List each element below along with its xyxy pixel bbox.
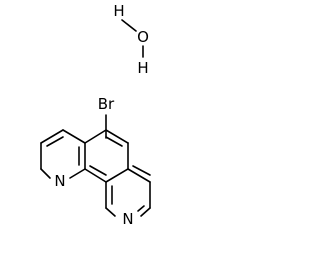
bond-c10a-c10b [84,168,107,183]
chemical-structure: H O H Br N N [40,2,151,228]
bond-c6a-c7-inner [132,165,151,176]
bond-c5-c6 [105,129,129,144]
bond-c6a-c7 [127,168,151,183]
water-hydrogen-top-label: H [113,2,124,20]
nitrogen-left-label: N [54,172,65,190]
phenanthroline-skeleton [40,114,151,217]
bond-n1-c2 [40,168,51,179]
bond-c10a-c10b-inner [89,165,107,176]
bond-c8-c9 [140,207,151,217]
water-hydrogen-bottom-label: H [137,59,148,77]
bond-c5-c6-inner [105,136,123,147]
water-molecule: H O H [113,2,149,77]
water-oh-bond-top [121,19,137,32]
bond-c6a-c10a [105,168,129,183]
bond-c8-c9-inner [137,205,145,212]
bond-c10b-n1 [69,168,86,179]
bond-c3-c4 [40,129,64,144]
bond-c4-c4a [62,129,86,144]
bond-c3-c4-inner [46,136,64,147]
nitrogen-right-label: N [122,210,133,228]
bromine-label: Br [98,95,115,113]
bond-n10-c10a [105,207,116,217]
water-oxygen-label: O [137,28,149,46]
bond-c4a-c5 [84,129,107,144]
